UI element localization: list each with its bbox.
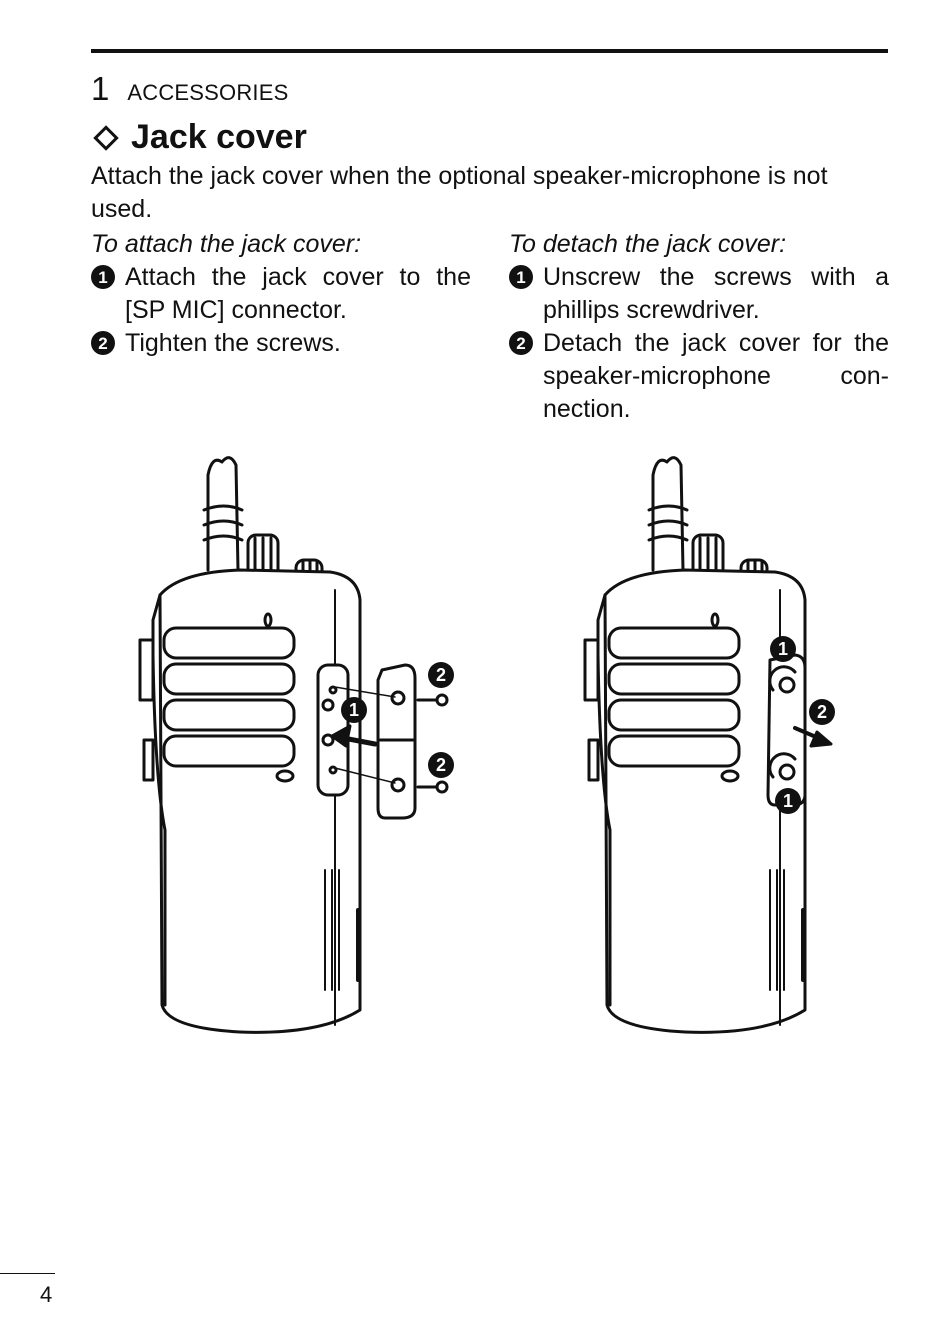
detach-step-1: 1 Unscrew the screws with a phillips scr… (509, 261, 889, 327)
section-heading: Jack cover (91, 118, 307, 157)
callout-badge: 1 (770, 636, 796, 662)
callout-badge: 2 (809, 699, 835, 725)
chapter-header: 1 ACCESSORIES (91, 70, 289, 108)
section-title: Jack cover (131, 118, 307, 156)
step-text: Detach the jack cover for the speaker-mi… (543, 329, 889, 423)
radio-attach-drawing (138, 456, 449, 1034)
callout-badge: 1 (341, 697, 367, 723)
diamond-bullet-icon (93, 124, 119, 151)
footer-rule (0, 1273, 55, 1274)
step-number-badge: 2 (91, 331, 115, 355)
callout-badge: 2 (428, 752, 454, 778)
attach-step-1: 1 Attach the jack cover to the [SP MIC] … (91, 261, 471, 327)
radio-detach-drawing (583, 456, 833, 1034)
chapter-number: 1 (91, 70, 110, 107)
intro-paragraph: Attach the jack cover when the optional … (91, 162, 828, 223)
detach-illustration: 1 2 1 (565, 450, 905, 1040)
step-text: Unscrew the screws with a phillips screw… (543, 263, 889, 324)
detach-subheading: To detach the jack cover: (509, 230, 787, 258)
top-rule (91, 49, 888, 53)
attach-subheading: To attach the jack cover: (91, 230, 362, 258)
step-number-badge: 2 (509, 331, 533, 355)
step-number-badge: 1 (91, 265, 115, 289)
chapter-title: ACCESSORIES (127, 80, 289, 105)
detach-instructions: To detach the jack cover: 1 Unscrew the … (509, 228, 889, 426)
page-number: 4 (40, 1282, 53, 1307)
detach-step-2: 2 Detach the jack cover for the speaker-… (509, 327, 889, 426)
attach-step-2: 2 Tighten the screws. (91, 327, 471, 360)
attach-instructions: To attach the jack cover: 1 Attach the j… (91, 228, 471, 360)
step-text: Tighten the screws. (125, 329, 341, 357)
callout-badge: 2 (428, 662, 454, 688)
callout-badge: 1 (775, 788, 801, 814)
attach-illustration: 2 1 2 (120, 450, 460, 1040)
step-text: Attach the jack cover to the [SP MIC] co… (125, 263, 471, 324)
step-number-badge: 1 (509, 265, 533, 289)
